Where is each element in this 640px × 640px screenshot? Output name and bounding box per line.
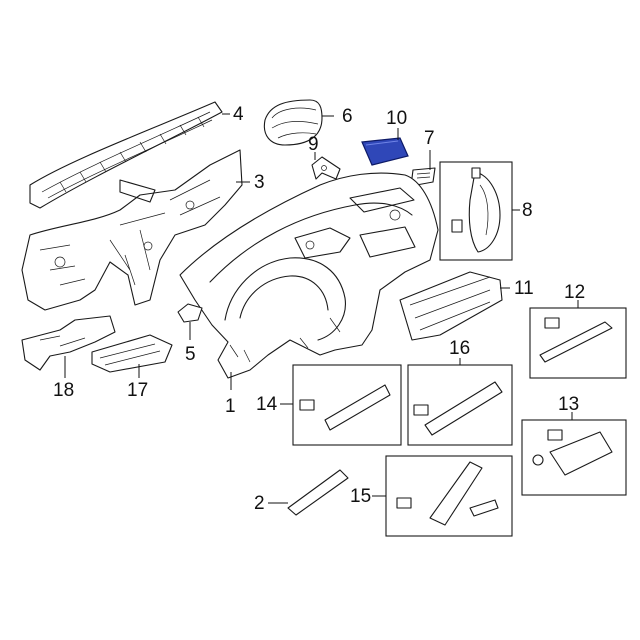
part-instrument-panel[interactable] bbox=[179, 172, 439, 379]
callout-7: 7 bbox=[424, 128, 435, 149]
callout-6: 6 bbox=[342, 106, 353, 127]
callout-1: 1 bbox=[225, 396, 236, 417]
callout-3: 3 bbox=[254, 172, 265, 193]
part-10-highlighted[interactable] bbox=[361, 137, 409, 166]
callout-5: 5 bbox=[185, 344, 196, 365]
callout-8: 8 bbox=[522, 200, 533, 221]
inset-lower-trim-14[interactable] bbox=[292, 364, 402, 446]
inset-side-cover-8[interactable] bbox=[439, 161, 513, 261]
callout-9: 9 bbox=[308, 134, 319, 155]
part-bracket-9[interactable] bbox=[311, 156, 341, 180]
leader-lines bbox=[64, 113, 579, 504]
inset-bezel-13[interactable] bbox=[521, 419, 627, 496]
inset-trim-strip-12[interactable] bbox=[529, 307, 627, 379]
part-defroster-grille[interactable] bbox=[29, 101, 223, 209]
callout-2: 2 bbox=[254, 493, 265, 514]
part-knee-bolster-17[interactable] bbox=[91, 334, 173, 373]
callout-14: 14 bbox=[256, 394, 278, 415]
part-cross-car-beam[interactable] bbox=[21, 149, 243, 311]
callout-11: 11 bbox=[514, 278, 534, 299]
inset-lower-trim-16[interactable] bbox=[407, 364, 513, 446]
callout-10: 10 bbox=[386, 108, 407, 129]
callout-4: 4 bbox=[233, 104, 244, 125]
part-lower-bracket-18[interactable] bbox=[21, 315, 116, 371]
callout-13: 13 bbox=[558, 394, 579, 415]
part-clip-5[interactable] bbox=[177, 303, 203, 323]
part-bracket-2[interactable] bbox=[287, 469, 349, 516]
callout-18: 18 bbox=[53, 380, 74, 401]
callout-17: 17 bbox=[127, 380, 148, 401]
callout-15: 15 bbox=[350, 486, 371, 507]
part-passenger-airbag[interactable] bbox=[263, 99, 323, 146]
callout-16: 16 bbox=[449, 338, 470, 359]
inset-console-trim-15[interactable] bbox=[385, 455, 513, 537]
callout-12: 12 bbox=[564, 282, 585, 303]
part-glove-box-door-11[interactable] bbox=[399, 271, 503, 341]
